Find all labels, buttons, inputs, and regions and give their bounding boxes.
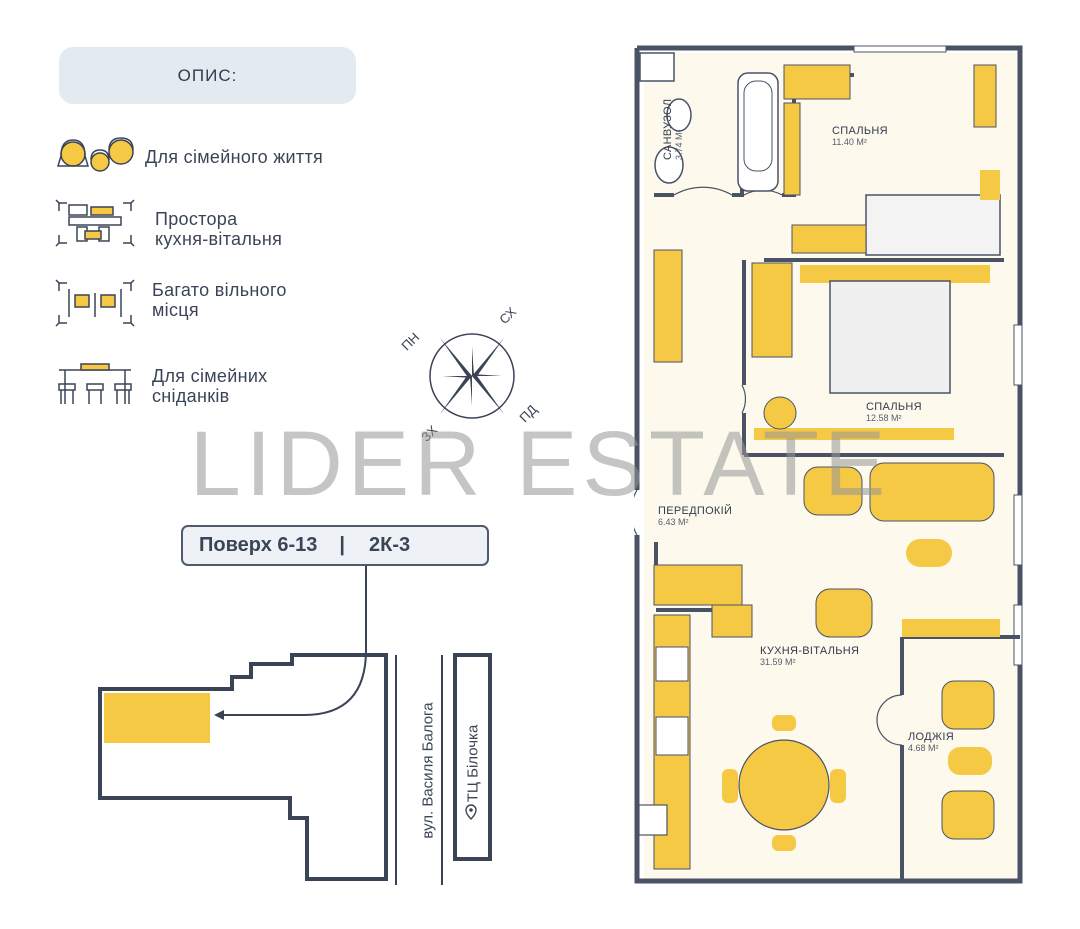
feature-text-line: місця [152,300,199,320]
room-area: 12.58 M² [866,413,902,423]
room-label-kitchen: КУХНЯ-ВІТАЛЬНЯ 31.59 M² [760,645,859,667]
kitchen-living-icon [55,199,135,247]
site-plan: вул. Василя Балога ТЦ Білочка [90,560,510,890]
description-title: ОПИС: [177,65,238,85]
description-header: ОПИС: [59,47,356,104]
feature-text-line: Простора [155,209,238,229]
badge-separator: | [339,534,346,556]
room-name: САНВУЗОЛ [662,98,674,160]
floor-plan: САНВУЗОЛ 3.74 M² СПАЛЬНЯ 11.40 M² СПАЛЬН… [630,45,1024,885]
street-name: вул. Василя Балога [419,702,437,839]
floor-range: Поверх 6-13 [199,534,318,556]
room-name: КУХНЯ-ВІТАЛЬНЯ [760,645,860,657]
room-name: ЛОДЖІЯ [908,731,954,743]
room-area: 11.40 M² [832,137,867,147]
room-area: 3.74 M² [674,129,684,160]
room-name: СПАЛЬНЯ [832,125,888,137]
floor-badge: Поверх 6-13 | 2К-3 [181,525,489,566]
floor-plan-drawing [630,45,1023,884]
family-icon [56,137,134,172]
room-label-hallway: ПЕРЕДПОКІЙ 6.43 M² [658,505,732,527]
room-label-loggia: ЛОДЖІЯ 4.68 M² [908,731,954,753]
feature-text-line: Для сімейного життя [145,147,324,167]
room-label-bedroom-1: СПАЛЬНЯ 11.40 M² [832,125,888,147]
room-label-bedroom-2: СПАЛЬНЯ 12.58 M² [866,401,922,423]
location-pin-icon [465,804,477,820]
feature-text-line: Для сімейних [152,366,268,386]
compass-rose-icon [429,333,515,419]
mall-name: ТЦ Білочка [464,724,482,803]
feature-kitchen-living: Простора кухня-вітальня [55,195,355,251]
compass: ПН СХ ПД ЗХ [395,300,545,450]
feature-family: Для сімейного життя [55,136,355,180]
room-label-bathroom: САНВУЗОЛ 3.74 M² [662,99,684,160]
room-area: 31.59 M² [760,657,796,667]
feature-text-line: Багато вільного [152,280,287,300]
apartment-type: 2К-3 [369,534,411,556]
room-area: 6.43 M² [658,517,689,527]
feature-free-space: Багато вільного місця [55,275,355,331]
room-name: ПЕРЕДПОКІЙ [658,505,733,517]
feature-breakfast: Для сімейних сніданків [55,360,355,410]
feature-text-line: кухня-вітальня [155,229,283,249]
free-space-icon [55,279,135,327]
site-plan-map [98,566,492,885]
feature-text-line: сніданків [152,386,230,406]
breakfast-table-icon [58,363,132,404]
room-name: СПАЛЬНЯ [866,401,922,413]
room-area: 4.68 M² [908,743,939,753]
